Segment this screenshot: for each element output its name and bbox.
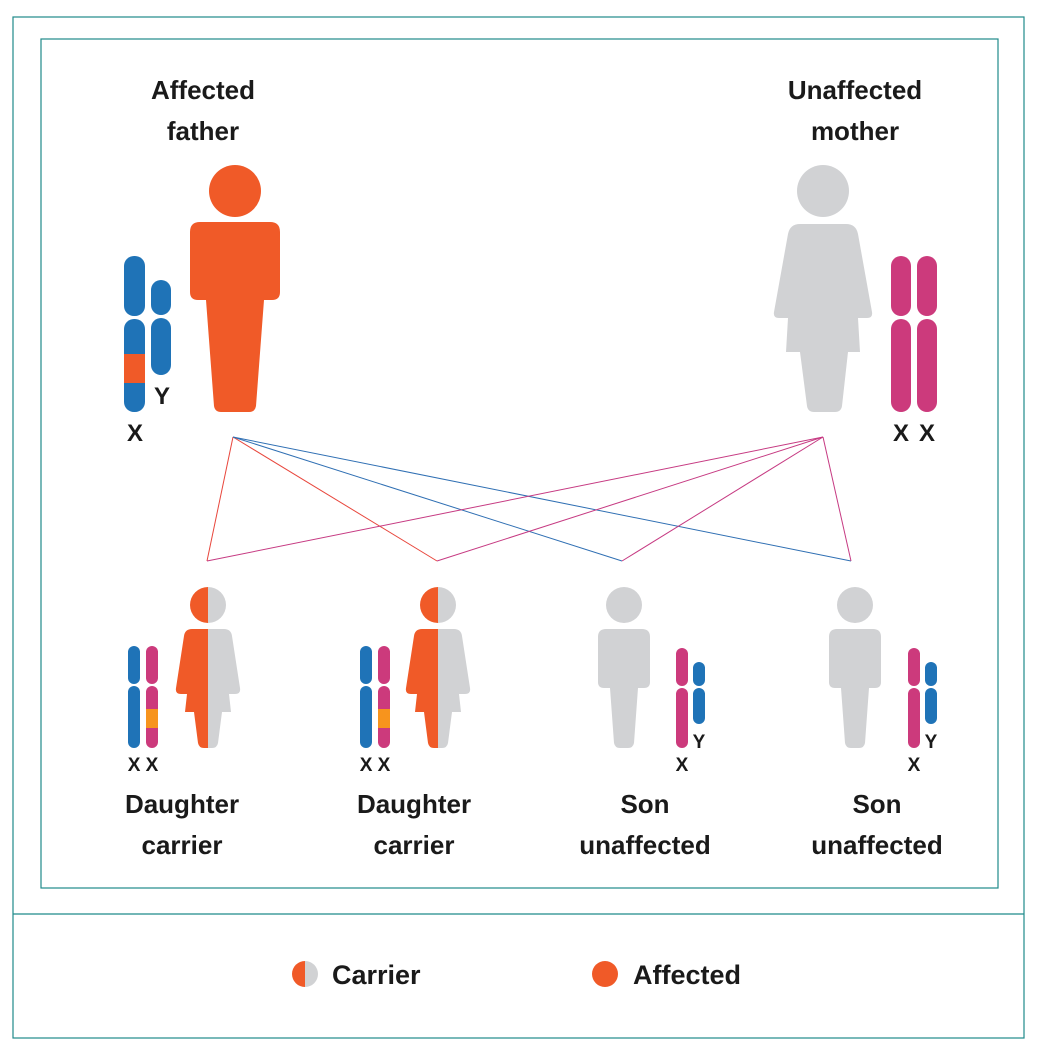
son-2-figure <box>829 587 881 748</box>
son-1-label-line1: Son <box>620 789 669 819</box>
carrier-gene-marker <box>378 709 390 728</box>
legend: Carrier Affected <box>292 960 741 990</box>
daughter-1-chromosomes <box>128 646 158 748</box>
mother-chr-x1-label: X <box>893 420 909 447</box>
son-2-label-line1: Son <box>852 789 901 819</box>
daughter-2-chromosomes <box>360 646 390 748</box>
father-chr-y-label: Y <box>154 383 170 410</box>
father-x-chromosome <box>124 256 145 412</box>
son-1-chr-x-label: X <box>676 755 689 776</box>
mutation-marker <box>124 354 145 383</box>
outer-frame <box>12 16 1025 1039</box>
mother-label-line1: Unaffected <box>788 75 922 105</box>
daughter-1-chr-label: X X <box>128 755 159 776</box>
daughter-1-figure <box>175 587 241 748</box>
daughter-1-label-line1: Daughter <box>125 789 239 819</box>
son-1-label-line2: unaffected <box>579 830 710 860</box>
son-2-chromosomes <box>908 648 937 748</box>
father-y-chromosome <box>151 280 171 375</box>
diagram-frame <box>40 38 999 889</box>
legend-carrier-label: Carrier <box>332 960 421 990</box>
father-figure <box>190 165 280 412</box>
legend-affected-label: Affected <box>633 960 741 990</box>
son-2-chr-y-label: Y <box>925 732 938 753</box>
daughter-1-label-line2: carrier <box>142 830 223 860</box>
mother-x-chromosome-1 <box>891 256 911 412</box>
son-1-chr-y-label: Y <box>693 732 706 753</box>
son-2-label-line2: unaffected <box>811 830 942 860</box>
father-chr-x-label: X <box>127 420 143 447</box>
son-1-figure <box>598 587 650 748</box>
mother-figure <box>773 165 873 412</box>
son-1-chromosomes <box>676 648 705 748</box>
inheritance-lines <box>206 436 852 562</box>
mother-label-line2: mother <box>811 116 899 146</box>
father-label-line2: father <box>167 116 239 146</box>
half-filled-circle-icon <box>292 961 318 987</box>
daughter-2-label-line1: Daughter <box>357 789 471 819</box>
carrier-gene-marker <box>146 709 158 728</box>
mother-chr-x2-label: X <box>919 420 935 447</box>
son-2-chr-x-label: X <box>908 755 921 776</box>
daughter-2-chr-label: X X <box>360 755 391 776</box>
daughter-2-label-line2: carrier <box>374 830 455 860</box>
father-label-line1: Affected <box>151 75 255 105</box>
mother-x-chromosome-2 <box>917 256 937 412</box>
filled-circle-icon <box>592 961 618 987</box>
daughter-2-figure <box>405 587 471 748</box>
